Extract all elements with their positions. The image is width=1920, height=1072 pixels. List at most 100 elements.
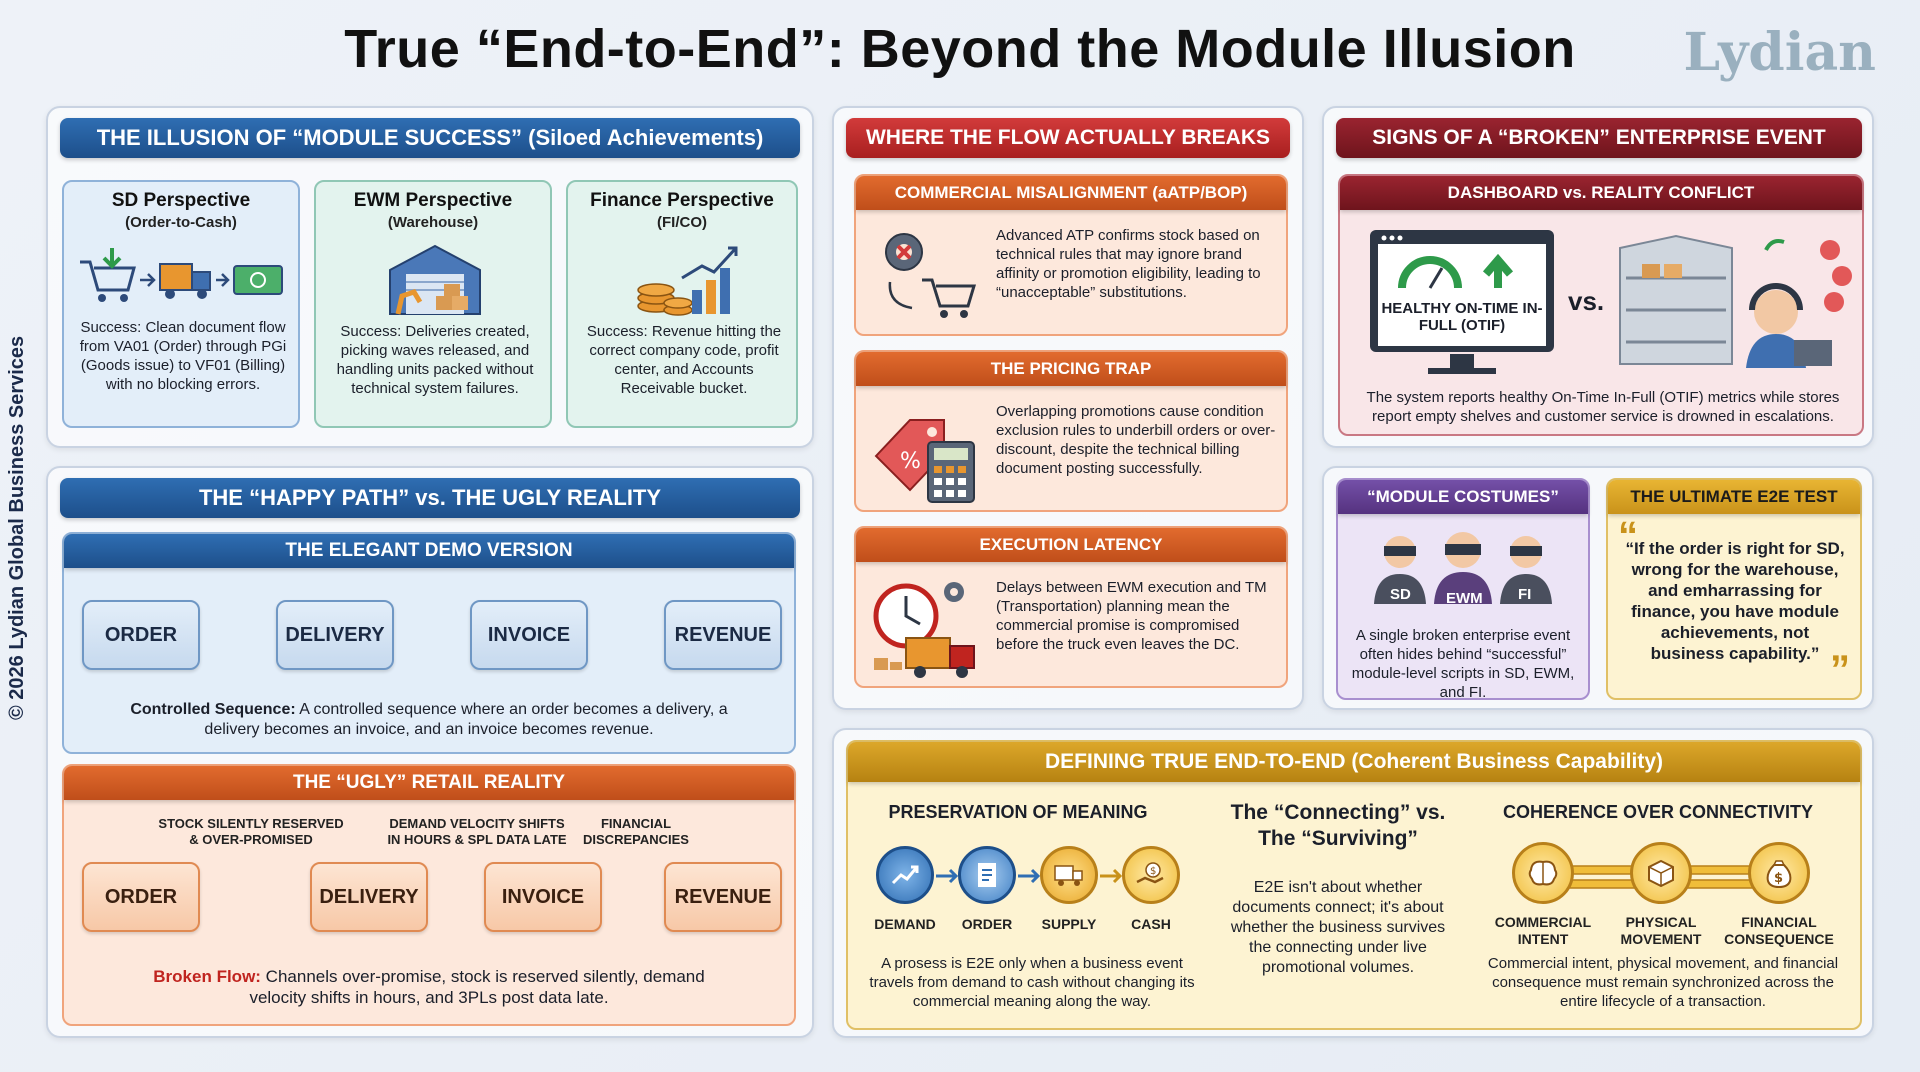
signs-text: The system reports healthy On-Time In-Fu… <box>1366 389 1840 425</box>
pres-label-supply: SUPPLY <box>1041 916 1097 932</box>
dashboard-reality-banner: DASHBOARD vs. REALITY CONFLICT <box>1340 176 1862 210</box>
ugly-step-order: ORDER <box>82 862 200 932</box>
empty-shelves-icon <box>1619 234 1852 368</box>
mask-label-ewm: EWM <box>1446 590 1483 607</box>
demo-step-delivery: DELIVERY <box>276 600 394 670</box>
execution-latency-banner: EXECUTION LATENCY <box>856 528 1286 562</box>
coh-label-physical: PHYSICAL MOVEMENT <box>1620 914 1702 947</box>
coh-label-financial: FINANCIAL CONSEQUENCE <box>1724 914 1834 947</box>
demand-icon <box>876 846 934 904</box>
breaks-banner: WHERE THE FLOW ACTUALLY BREAKS <box>846 118 1290 158</box>
connecting-title: The “Connecting” vs. The “Surviving” <box>1230 801 1446 850</box>
card-subtitle: (Order-to-Cash) <box>125 214 237 231</box>
card-title: SD Perspective <box>111 190 251 211</box>
dashboard-monitor-icon <box>1370 230 1554 374</box>
finance-growth-icon <box>637 246 738 316</box>
vs-label: vs. <box>1568 286 1605 316</box>
card-text: Success: Deliveries created, picking wav… <box>336 323 534 397</box>
ugly-label-stock: STOCK SILENTLY RESERVED & OVER-PROMISED <box>158 816 344 847</box>
supply-icon <box>1040 846 1098 904</box>
mask-label-fi: FI <box>1518 586 1532 603</box>
money-bag-icon: $ <box>1748 842 1810 904</box>
happy-path-banner: THE “HAPPY PATH” vs. THE UGLY REALITY <box>60 478 800 518</box>
pricing-trap-banner: THE PRICING TRAP <box>856 352 1286 386</box>
pricing-trap-text: Overlapping promotions cause condition e… <box>996 403 1276 477</box>
warehouse-icon <box>389 244 481 315</box>
cash-icon: $ <box>1122 846 1180 904</box>
ugly-text: Channels over-promise, stock is reserved… <box>249 967 705 1007</box>
demo-version-card: THE ELEGANT DEMO VERSION ORDER DELIVERY … <box>62 532 796 754</box>
demo-text: A controlled sequence where an order bec… <box>204 701 728 738</box>
ugly-step-delivery: DELIVERY <box>310 862 428 932</box>
defining-card: DEFINING TRUE END-TO-END (Coherent Busin… <box>846 740 1862 1030</box>
connecting-text: E2E isn't about whether documents connec… <box>1230 879 1446 976</box>
illusion-panel: THE ILLUSION OF “MODULE SUCCESS” (Siloed… <box>46 106 814 448</box>
illusion-banner: THE ILLUSION OF “MODULE SUCCESS” (Siloed… <box>60 118 800 158</box>
costumes-text: A single broken enterprise event often h… <box>1351 627 1575 701</box>
card-text: Success: Revenue hitting the correct com… <box>586 323 782 397</box>
ugly-label-demand: DEMAND VELOCITY SHIFTS IN HOURS & SPL DA… <box>387 816 567 847</box>
quote-open-icon: “ <box>1618 514 1638 558</box>
demo-version-banner: THE ELEGANT DEMO VERSION <box>64 534 794 568</box>
demo-lead: Controlled Sequence: <box>130 701 296 718</box>
svg-text:$: $ <box>1774 871 1783 886</box>
ugly-step-invoice: INVOICE <box>484 862 602 932</box>
breaks-panel: WHERE THE FLOW ACTUALLY BREAKS COMMERCIA… <box>832 106 1304 710</box>
ugly-label-financial: FINANCIAL DISCREPANCIES <box>583 816 689 847</box>
ugly-step-revenue: REVENUE <box>664 862 782 932</box>
flow-arrows <box>936 868 1123 884</box>
copyright: © 2026 Lydian Global Business Services <box>6 335 28 720</box>
pres-label-demand: DEMAND <box>874 916 936 932</box>
price-tag-calculator-icon: % <box>874 419 975 503</box>
misalignment-text: Advanced ATP confirms stock based on tec… <box>996 227 1261 301</box>
defining-panel: DEFINING TRUE END-TO-END (Coherent Busin… <box>832 728 1874 1038</box>
module-costumes-card: “MODULE COSTUMES” SD EWM FI A single bro… <box>1336 478 1590 701</box>
svg-text:%: % <box>900 449 921 474</box>
preservation-title: PRESERVATION OF MEANING <box>888 802 1148 822</box>
ewm-perspective-card: EWM Perspective (Warehouse) Success: Del… <box>314 180 552 428</box>
demo-step-invoice: INVOICE <box>470 600 588 670</box>
masked-figures-icon <box>1374 532 1552 604</box>
card-text: Success: Clean document flow from VA01 (… <box>79 319 287 393</box>
signs-banner: SIGNS OF A “BROKEN” ENTERPRISE EVENT <box>1336 118 1862 158</box>
logo: Lydian <box>1683 22 1876 83</box>
page-title: True “End-to-End”: Beyond the Module Ill… <box>344 19 1576 79</box>
brain-icon <box>1512 842 1574 904</box>
card-title: Finance Perspective <box>590 190 774 211</box>
ugly-description: Broken Flow: Channels over-promise, stoc… <box>134 966 724 1008</box>
ultimate-test-banner: THE ULTIMATE E2E TEST <box>1608 480 1860 514</box>
ultimate-test-card: THE ULTIMATE E2E TEST “ “If the order is… <box>1606 478 1862 700</box>
monitor-text: HEALTHY ON-TIME IN-FULL (OTIF) <box>1381 300 1543 334</box>
execution-latency-card: EXECUTION LATENCY Delays between EWM exe… <box>854 526 1288 688</box>
misalignment-banner: COMMERCIAL MISALIGNMENT (aATP/BOP) <box>856 176 1286 210</box>
pres-label-order: ORDER <box>961 916 1013 932</box>
pricing-trap-card: THE PRICING TRAP % Overlapping promotion… <box>854 350 1288 512</box>
finance-perspective-card: Finance Perspective (FI/CO) Success: Rev… <box>566 180 798 428</box>
costumes-test-panel: “MODULE COSTUMES” SD EWM FI A single bro… <box>1322 466 1874 710</box>
gear-cart-icon <box>885 233 977 318</box>
quote-close-icon: ” <box>1830 648 1850 692</box>
ugly-reality-banner: THE “UGLY” RETAIL REALITY <box>64 766 794 800</box>
coherence-text: Commercial intent, physical movement, an… <box>1487 955 1839 1010</box>
module-costumes-banner: “MODULE COSTUMES” <box>1338 480 1588 514</box>
svg-text:$: $ <box>1150 866 1156 877</box>
coherence-title: COHERENCE OVER CONNECTIVITY <box>1502 802 1814 822</box>
clock-truck-icon <box>873 582 975 678</box>
demo-description: Controlled Sequence: A controlled sequen… <box>104 700 754 740</box>
preservation-text: A prosess is E2E only when a business ev… <box>869 955 1195 1010</box>
execution-latency-text: Delays between EWM execution and TM (Tra… <box>996 579 1267 653</box>
mask-label-sd: SD <box>1390 586 1411 603</box>
demo-step-revenue: REVENUE <box>664 600 782 670</box>
order-to-cash-icon <box>80 248 283 302</box>
sd-perspective-card: SD Perspective (Order-to-Cash) Success: … <box>62 180 300 428</box>
ugly-reality-card: THE “UGLY” RETAIL REALITY STOCK SILENTLY… <box>62 764 796 1026</box>
signs-panel: SIGNS OF A “BROKEN” ENTERPRISE EVENT DAS… <box>1322 106 1874 448</box>
card-subtitle: (FI/CO) <box>657 214 707 231</box>
defining-banner: DEFINING TRUE END-TO-END (Coherent Busin… <box>848 742 1860 782</box>
order-icon <box>958 846 1016 904</box>
happy-path-panel: THE “HAPPY PATH” vs. THE UGLY REALITY TH… <box>46 466 814 1038</box>
test-quote: “If the order is right for SD, wrong for… <box>1625 539 1845 663</box>
card-title: EWM Perspective <box>353 190 513 211</box>
dashboard-reality-card: DASHBOARD vs. REALITY CONFLICT HEALTHY O… <box>1338 174 1864 436</box>
coh-label-commercial: COMMERCIAL INTENT <box>1494 914 1592 947</box>
